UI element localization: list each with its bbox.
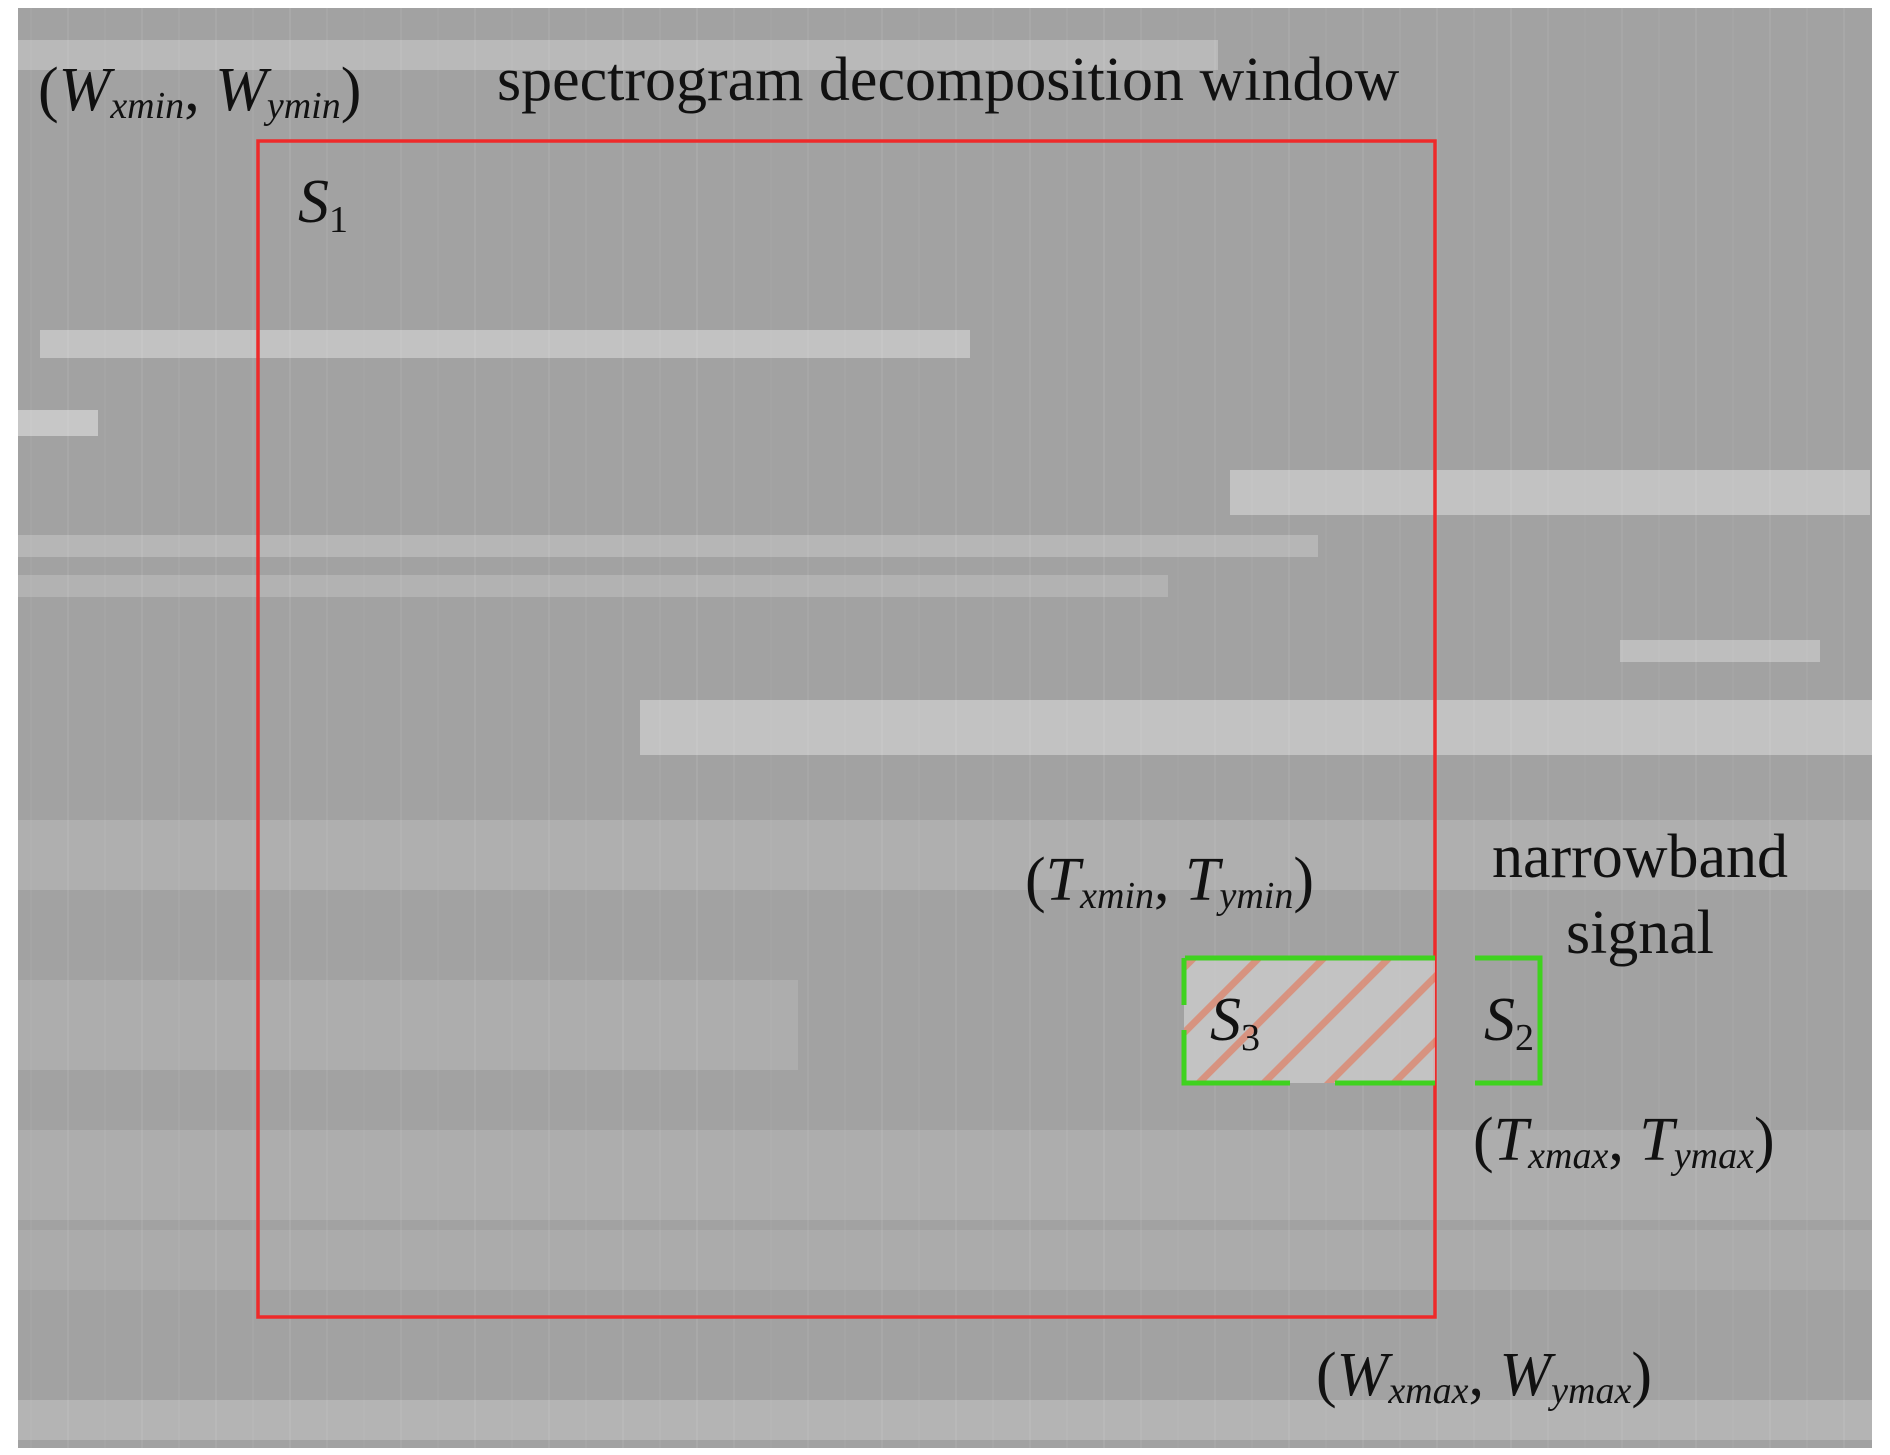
- spectrogram-background: [18, 8, 1872, 1448]
- narrowband-signal-box: [1181, 955, 1543, 1086]
- s1-label: S1: [298, 168, 348, 241]
- target-min-label: (Txmin, Tymin): [1025, 846, 1314, 917]
- s3-label: S3: [1210, 986, 1260, 1059]
- window-max-label: (Wxmax, Wymax): [1316, 1341, 1652, 1412]
- decomposition-window-box: [256, 139, 1437, 1319]
- narrowband-label-line2: signal: [1566, 899, 1714, 967]
- target-max-label: (Txmax, Tymax): [1473, 1106, 1775, 1177]
- s2-label: S2: [1484, 986, 1534, 1059]
- narrowband-label-line1: narrowband: [1492, 823, 1788, 891]
- window-min-label: (Wxmin, Wymin): [38, 56, 361, 127]
- signal-overlap-region: [1184, 958, 1435, 1083]
- diagram-title: spectrogram decomposition window: [497, 46, 1399, 114]
